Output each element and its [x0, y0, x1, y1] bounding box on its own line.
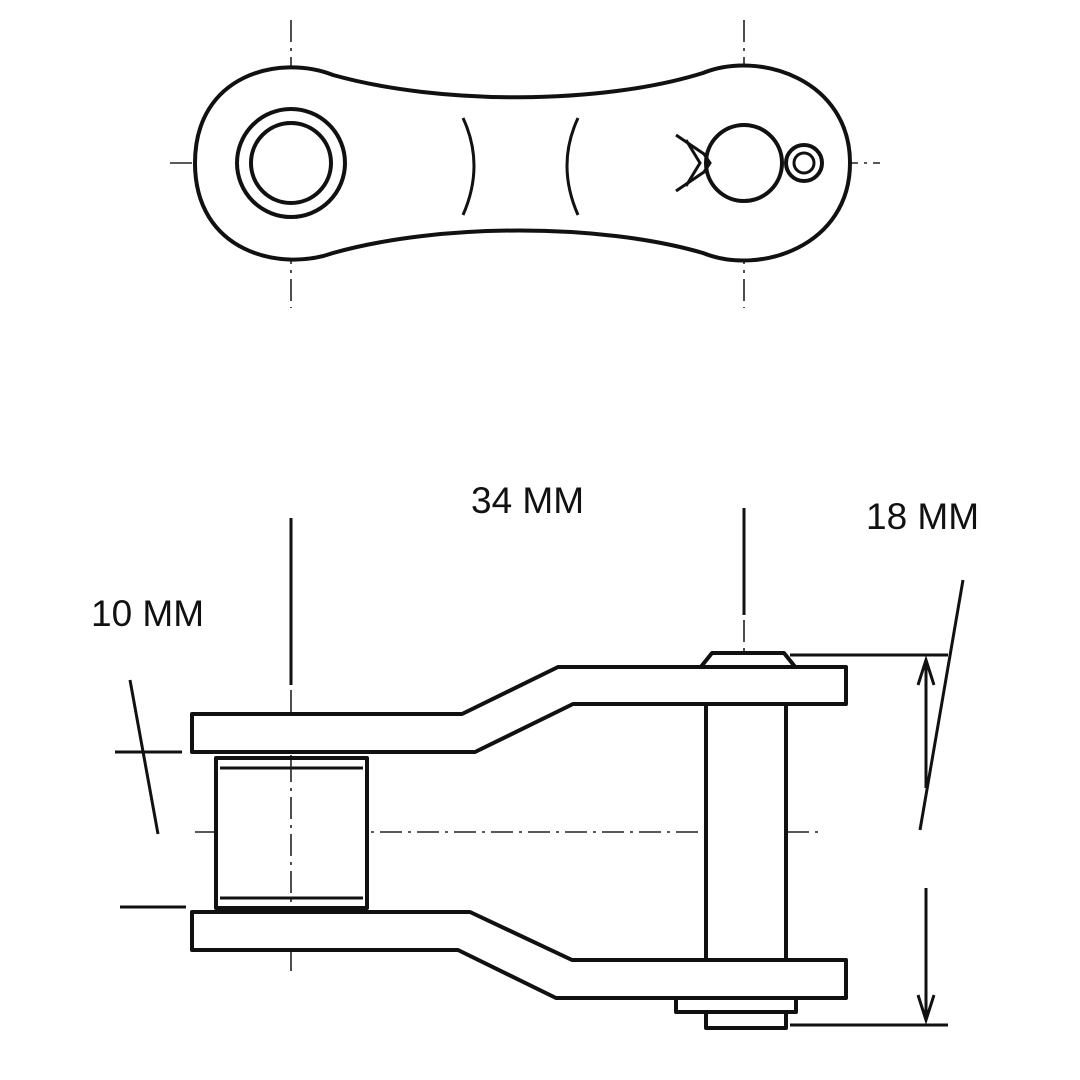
- cotter-eye-outer: [784, 143, 824, 183]
- bottom-offset-plate: [190, 910, 848, 1000]
- link-plate-outline: [193, 63, 852, 263]
- waist-arc-right: [565, 117, 580, 216]
- cotter-pin-legs: [675, 133, 712, 193]
- width-dim-arrow-bottom: [916, 994, 936, 1025]
- pin-washer: [674, 996, 798, 1014]
- cotter-eye-inner: [792, 151, 816, 175]
- roller-dimension-label: 10 MM: [91, 593, 205, 634]
- cotter-pin-inner: [684, 139, 702, 187]
- waist-arc-left: [461, 117, 476, 216]
- pitch-dimension-label: 34 MM: [471, 480, 585, 521]
- width-dim-leader: [918, 579, 965, 831]
- roller-dim-leader: [128, 679, 160, 835]
- width-dimension-label: 18 MM: [866, 496, 980, 537]
- side-view: [115, 508, 965, 1030]
- width-dim-arrow-top: [916, 655, 936, 686]
- top-view: [170, 20, 880, 308]
- top-offset-plate: [190, 665, 848, 754]
- bushing-inner-circle: [249, 121, 333, 205]
- pin-circle: [704, 123, 784, 203]
